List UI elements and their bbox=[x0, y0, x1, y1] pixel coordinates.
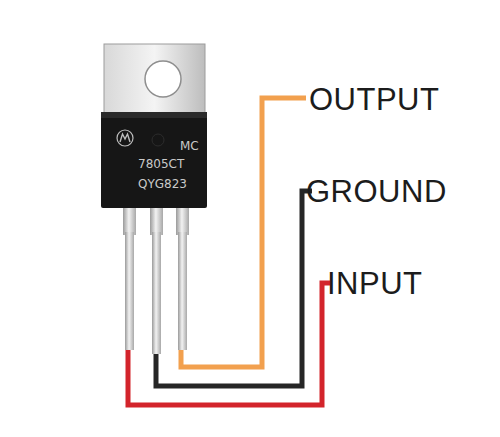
date-code: QYG823 bbox=[138, 178, 187, 190]
pin-lead bbox=[178, 232, 187, 350]
pin-lead bbox=[125, 232, 134, 350]
pins bbox=[123, 205, 189, 354]
mounting-hole bbox=[145, 61, 181, 97]
package-body bbox=[101, 112, 207, 208]
manufacturer-mark: MC bbox=[180, 140, 199, 152]
pin-name: INPUT bbox=[327, 268, 423, 299]
pin-shoulder bbox=[123, 205, 136, 235]
logo-symbol bbox=[120, 134, 130, 142]
body-edge bbox=[101, 112, 207, 118]
pin-lead bbox=[152, 232, 161, 354]
heatsink-tab bbox=[104, 44, 205, 118]
part-number: 7805CT bbox=[138, 158, 184, 170]
pin-shoulder bbox=[150, 205, 163, 235]
logo-symbol bbox=[117, 130, 133, 146]
pin-name: OUTPUT bbox=[309, 84, 439, 115]
pin-name: GROUND bbox=[306, 176, 447, 207]
mold-mark bbox=[152, 134, 164, 146]
pin-shoulder bbox=[176, 205, 189, 235]
